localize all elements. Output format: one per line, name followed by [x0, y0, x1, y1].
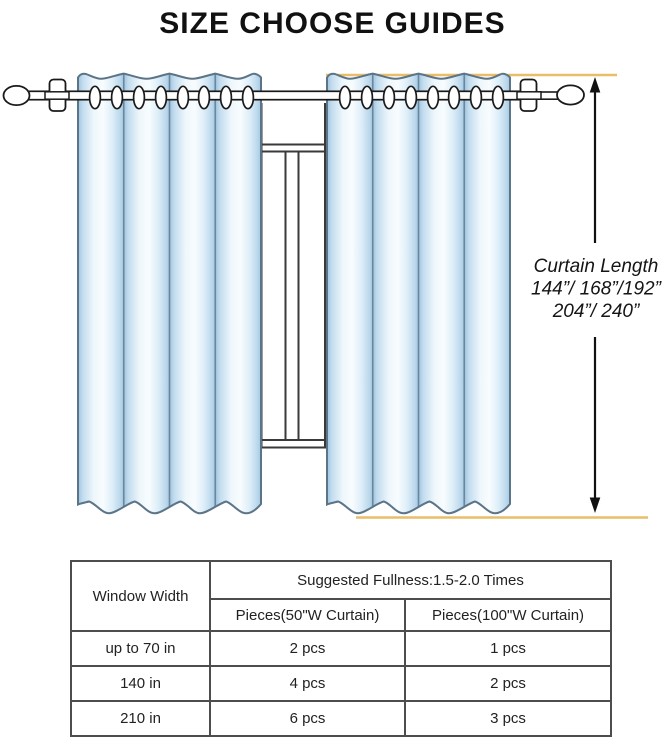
size-table: Window Width Suggested Fullness:1.5-2.0 …	[70, 560, 613, 737]
pieces-100-header: Pieces(100"W Curtain)	[403, 598, 613, 632]
pieces-50-cell: 4 pcs	[209, 665, 406, 702]
pieces-100-cell: 2 pcs	[403, 665, 613, 702]
grommet	[241, 85, 255, 110]
grommet	[469, 85, 483, 110]
grommet	[110, 85, 124, 110]
curtain-panel-right	[327, 70, 510, 516]
curtain-length-label: Curtain Length	[534, 256, 659, 277]
page-title: SIZE CHOOSE GUIDES	[159, 7, 506, 40]
window-width-cell: 210 in	[70, 700, 211, 737]
pieces-50-cell: 6 pcs	[209, 700, 406, 737]
pieces-50-cell: 2 pcs	[209, 630, 406, 667]
window-frame	[259, 103, 328, 449]
table-row: 210 in 6 pcs 3 pcs	[70, 700, 613, 737]
grommet	[197, 85, 211, 110]
grommet	[219, 85, 233, 110]
curtain-length-values-1: 144”/ 168”/192”	[531, 279, 663, 300]
table-row: 140 in 4 pcs 2 pcs	[70, 665, 613, 702]
table-row: up to 70 in 2 pcs 1 pcs	[70, 630, 613, 667]
rod-finial-left	[2, 85, 31, 107]
grommet	[382, 85, 396, 110]
window-width-header: Window Width	[70, 560, 211, 632]
rod-slot-left	[44, 91, 70, 100]
grommet	[426, 85, 440, 110]
length-arrow	[589, 77, 601, 513]
fullness-header: Suggested Fullness:1.5-2.0 Times	[208, 560, 613, 600]
curtain-length-values-2: 204”/ 240”	[552, 301, 641, 322]
grommet	[491, 85, 505, 110]
window-width-cell: 140 in	[70, 665, 211, 702]
grommets	[88, 85, 505, 110]
grommet	[404, 85, 418, 110]
curtain-diagram: Curtain Length 144”/ 168”/192” 204”/ 240…	[2, 55, 663, 519]
pieces-50-header: Pieces(50"W Curtain)	[209, 598, 406, 632]
grommet	[132, 85, 146, 110]
rod-slot-right	[516, 91, 542, 100]
grommet	[338, 85, 352, 110]
grommet	[176, 85, 190, 110]
grommet	[154, 85, 168, 110]
grommet	[88, 85, 102, 110]
grommet	[360, 85, 374, 110]
rod-finial-right	[556, 84, 585, 106]
window-width-cell: up to 70 in	[70, 630, 211, 667]
pieces-100-cell: 3 pcs	[403, 700, 613, 737]
pieces-100-cell: 1 pcs	[403, 630, 613, 667]
grommet	[447, 85, 461, 110]
curtain-panel-left	[77, 72, 262, 515]
